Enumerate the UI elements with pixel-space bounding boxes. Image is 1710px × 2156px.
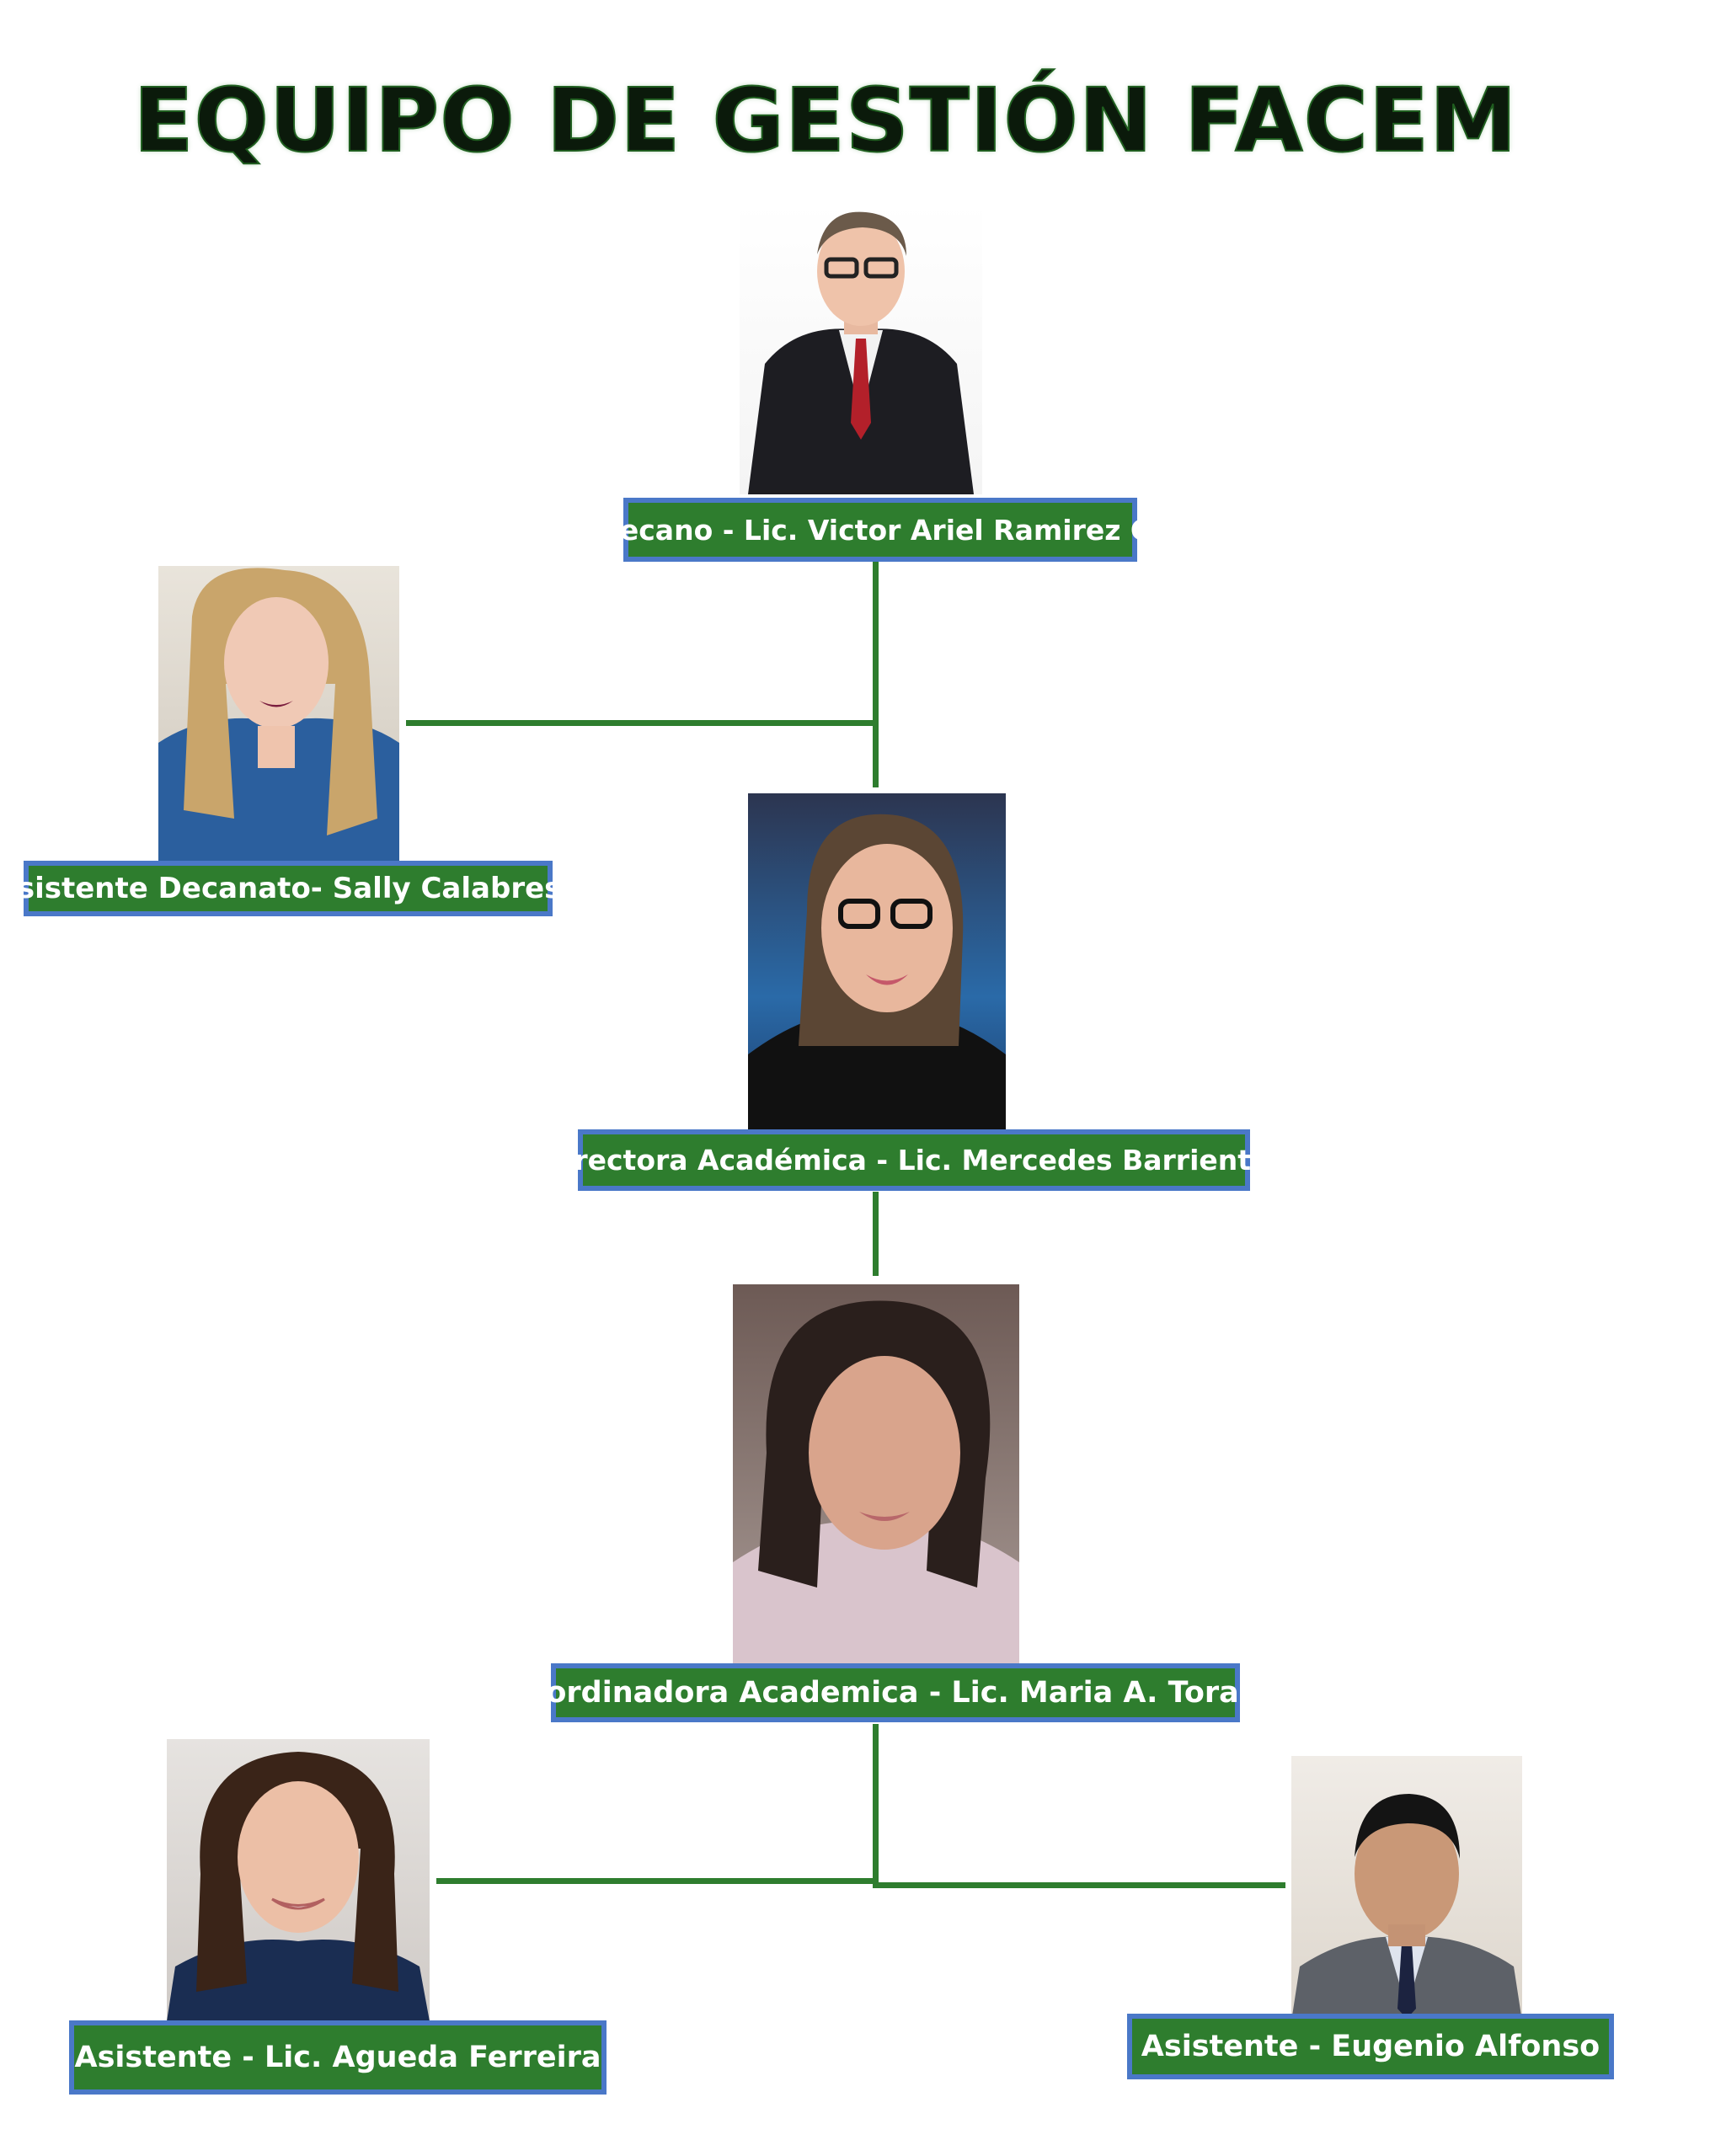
connector-to-asistente-decanato xyxy=(406,720,876,726)
asistente-agueda-photo xyxy=(167,1739,430,2021)
connector-directora-to-coordinadora xyxy=(873,1192,879,1276)
page-title: EQUIPO DE GESTIÓN FACEM xyxy=(132,68,1518,173)
decano-label: Decano - Lic. Victor Ariel Ramirez G. xyxy=(596,498,1164,562)
decano-photo xyxy=(740,204,982,494)
connector-coordinadora-down xyxy=(873,1724,879,1886)
directora-photo xyxy=(748,793,1006,1133)
connector-to-asistente-eugenio xyxy=(873,1882,1285,1888)
coordinadora-photo xyxy=(733,1284,1019,1663)
asistente-eugenio-label: Asistente - Eugenio Alfonso xyxy=(1127,2014,1614,2079)
directora-label: Directora Académica - Lic. Mercedes Barr… xyxy=(542,1129,1286,1191)
connector-to-asistente-agueda xyxy=(436,1878,876,1884)
asistente-decanato-photo xyxy=(158,566,399,861)
connector-decano-to-directora xyxy=(873,560,879,787)
asistente-decanato-label: Asistente Decanato- Sally Calabrese xyxy=(0,861,580,916)
asistente-eugenio-photo xyxy=(1291,1756,1522,2021)
coordinadora-label: Coordinadora Academica - Lic. Maria A. T… xyxy=(505,1663,1286,1722)
asistente-agueda-label: Asistente - Lic. Agueda Ferreira xyxy=(69,2020,607,2095)
